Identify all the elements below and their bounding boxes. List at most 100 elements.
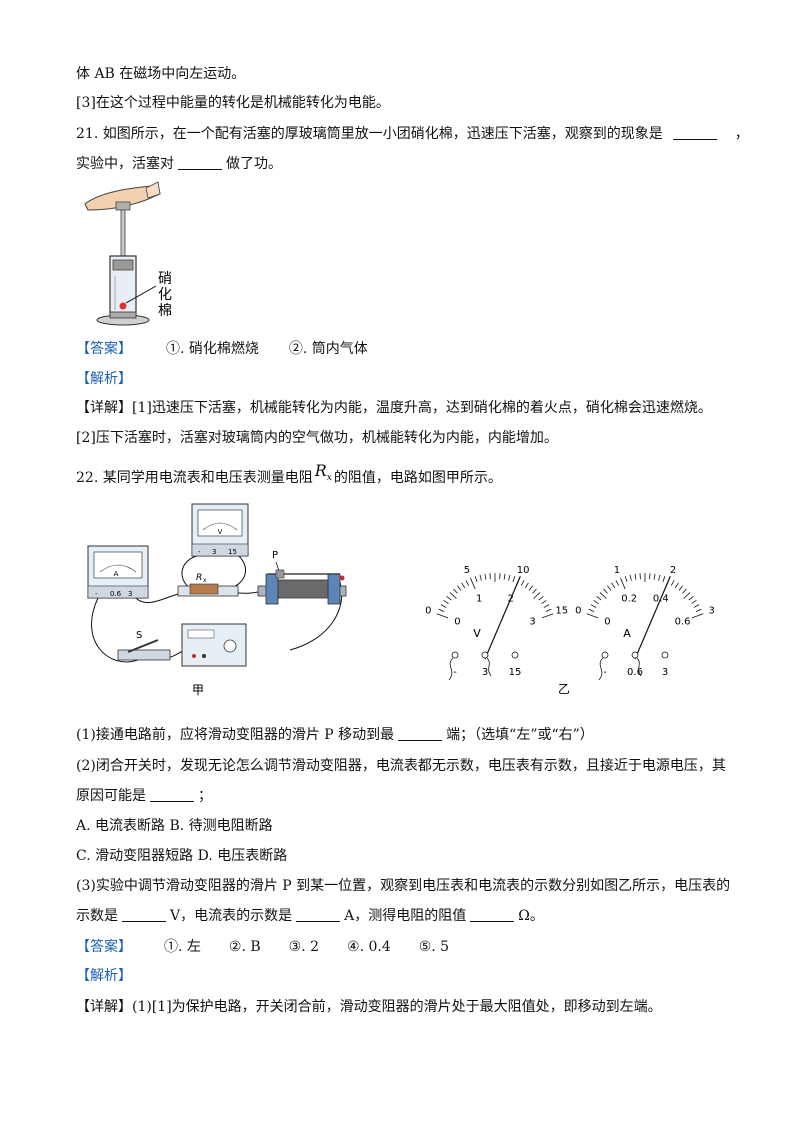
question-22-2: (2)闭合开关时，发现无论怎么调节滑动变阻器，电流表都无示数，电压表有示数，且接…	[76, 758, 726, 774]
fig21-label: 化	[158, 287, 172, 303]
answer-tag: 【答案】	[76, 939, 132, 955]
ammeter-tick	[678, 585, 683, 591]
voltmeter-needle	[484, 575, 521, 660]
fire-syringe-figure: 硝 化 棉	[84, 181, 172, 326]
ammeter-tick	[629, 574, 632, 581]
ammeter-tick	[593, 599, 599, 605]
slider-label: P	[272, 550, 278, 561]
voltmeter-tick	[520, 580, 525, 586]
q22-text: 原因可能是	[76, 788, 146, 804]
answer-item: ⑤. 5	[418, 939, 450, 955]
detail-text: (1)[1]为保护电路，开关闭合前，滑动变阻器的滑片处于最大阻值处，即移动到左端…	[132, 999, 662, 1015]
option-ab: A. 电流表断路 B. 待测电阻断路	[76, 818, 273, 834]
q22-text: 示数是	[76, 908, 118, 924]
resistor-label: R	[196, 573, 202, 583]
ammeter-tick	[596, 595, 602, 601]
detail-tag: 【详解】	[76, 400, 132, 416]
ammeter-terminal: 3	[128, 590, 132, 598]
answer-item: ①. 硝化棉燃烧	[166, 341, 259, 357]
analysis-heading: 【解析】	[76, 371, 132, 387]
q21-text: 21. 如图所示，在一个配有活塞的厚玻璃筒里放一小团硝化棉，迅速压下活塞，观察到…	[76, 126, 663, 142]
voltmeter-tick	[484, 573, 487, 580]
answer-blank	[296, 907, 341, 922]
voltmeter-tick	[528, 585, 533, 591]
answer-blank	[398, 726, 443, 741]
voltmeter-tick	[524, 582, 529, 589]
ammeter-tick	[691, 599, 697, 605]
voltmeter-tick	[461, 582, 466, 589]
question-21-cont: 实验中，活塞对 做了功。	[76, 154, 282, 174]
ammeter-tick	[682, 588, 687, 594]
answer-item: ③. 2	[288, 939, 320, 955]
voltmeter-tick	[479, 574, 482, 581]
answer-blank	[122, 907, 166, 922]
ammeter-terminal-post	[601, 651, 609, 659]
question-22-1: (1)接通电路前，应将滑动变阻器的滑片 P 移动到最 端；（选填“左”或“右”）	[76, 725, 594, 745]
voltmeter-tick	[470, 577, 476, 590]
q22-text: 的阻值，电路如图甲所示。	[333, 470, 502, 486]
answer-item: ①. 左	[164, 939, 201, 955]
detail-tag: 【详解】	[76, 999, 132, 1015]
text-line: [3]在这个过程中能量的转化是机械能转化为电能。	[76, 95, 390, 111]
ammeter-outer-label: 3	[709, 606, 715, 617]
voltmeter-terminal-label: 15	[509, 667, 522, 678]
voltmeter-terminal: -	[198, 548, 201, 556]
voltmeter-wire	[448, 657, 454, 681]
question-22-3-cont: 示数是 V，电流表的示数是 A，测得电阻的阻值 Ω。	[76, 906, 544, 926]
q22-text: (1)接通电路前，应将滑动变阻器的滑片 P 移动到最	[76, 727, 395, 743]
switch-label: S	[136, 630, 142, 641]
voltmeter-wire	[486, 657, 492, 677]
q22-text: A，测得电阻的阻值	[344, 908, 467, 924]
ammeter-inner-label: 0	[604, 616, 610, 627]
fig21-label: 硝	[158, 271, 172, 287]
ammeter-tick	[603, 588, 608, 594]
voltmeter-dial: 0510150123V-315	[425, 565, 568, 681]
voltmeter-tick	[503, 573, 506, 580]
svg-text:V: V	[218, 528, 223, 536]
q22-text: 端；（选填“左”或“右”）	[446, 727, 594, 743]
ammeter-tick	[620, 577, 626, 590]
voltmeter-terminal-label: -	[453, 667, 457, 678]
rx-symbol: Rx	[314, 461, 332, 484]
ammeter-tick	[691, 613, 704, 619]
voltmeter-tick	[446, 595, 452, 601]
voltmeter-tick	[453, 588, 458, 594]
voltmeter-tick	[532, 588, 537, 594]
q21-text: 做了功。	[226, 156, 282, 172]
voltmeter-tick	[474, 576, 478, 583]
voltmeter-tick	[449, 592, 457, 599]
voltmeter-outer-label: 15	[555, 606, 568, 617]
detail-text: [1]迅速压下活塞，机械能转化为内能，温度升高，达到硝化棉的着火点，硝化棉会迅速…	[132, 400, 712, 416]
circuit-figure: A - 0.6 3 V - 3 15 R x P S 甲	[87, 503, 347, 697]
voltmeter-tick	[533, 592, 541, 599]
option-cd: C. 滑动变阻器短路 D. 电压表断路	[76, 848, 288, 864]
ammeter-inner-label: 0.6	[675, 616, 691, 627]
ammeter-tick	[624, 576, 628, 583]
ammeter-terminal-label: -	[603, 667, 607, 678]
ammeter-tick	[615, 580, 620, 586]
ammeter-needle	[634, 575, 671, 660]
voltmeter-inner-label: 1	[476, 593, 482, 604]
ammeter-outer-label: 2	[670, 565, 676, 576]
answer-item: ②. 筒内气体	[288, 341, 368, 357]
voltmeter-terminal: 15	[228, 548, 237, 556]
ammeter-terminal-label: 0.6	[627, 667, 643, 678]
voltmeter-tick	[538, 595, 544, 601]
q22-text: V，电流表的示数是	[170, 908, 293, 924]
ammeter-tick	[599, 592, 607, 599]
answer-blank	[470, 907, 515, 922]
q22-text: Ω。	[518, 908, 544, 924]
ammeter-tick	[588, 608, 595, 612]
question-22-2-cont: 原因可能是；	[76, 786, 212, 806]
ammeter-tick	[693, 604, 700, 608]
voltmeter-terminal-post	[481, 651, 489, 659]
q21-text: 实验中，活塞对	[76, 156, 174, 172]
voltmeter-inner-label: 3	[529, 616, 535, 627]
ammeter-tick	[611, 582, 616, 589]
ammeter-tick	[674, 582, 679, 589]
voltmeter-tick	[436, 613, 449, 619]
ammeter-tick	[586, 613, 599, 619]
ammeter-tick	[695, 608, 702, 612]
